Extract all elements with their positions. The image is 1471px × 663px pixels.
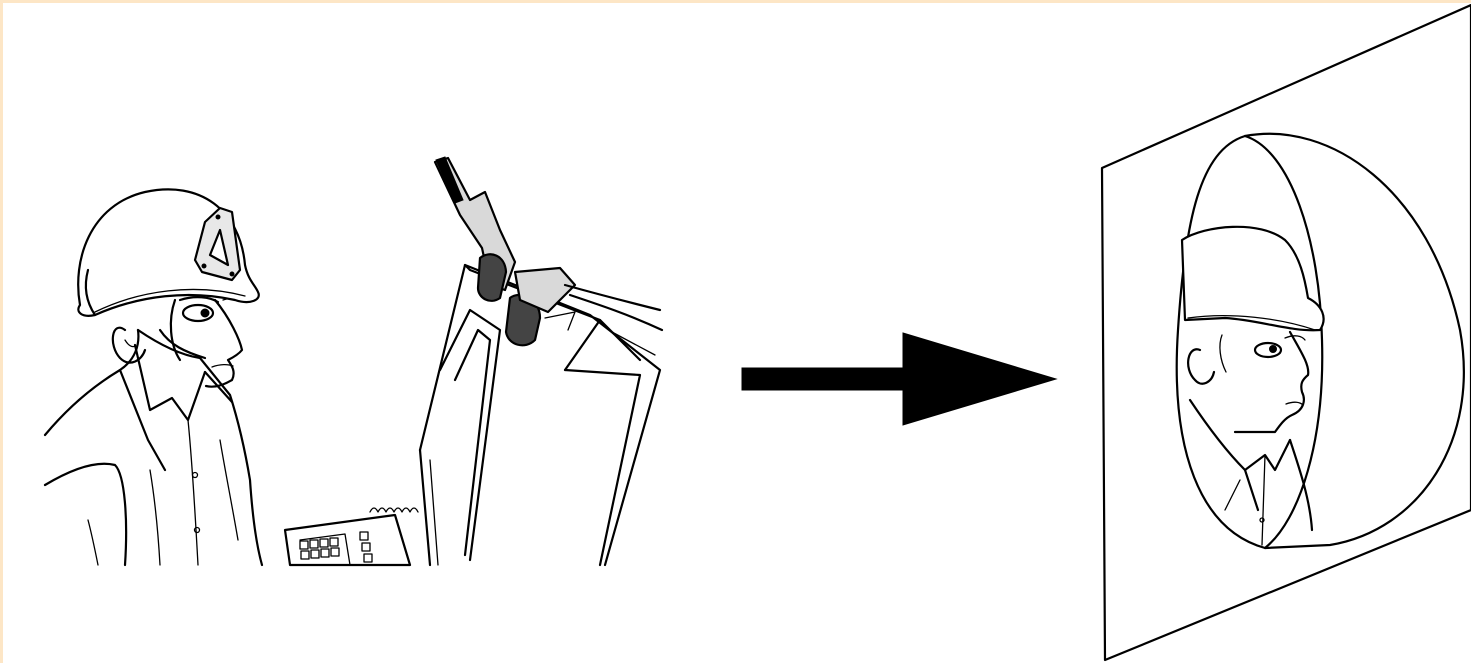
computer-workstation	[285, 157, 662, 565]
head-tracker-device	[435, 157, 662, 345]
operator-figure	[45, 189, 262, 565]
projection-screen	[1102, 5, 1471, 660]
keyboard	[285, 508, 418, 565]
transform-arrow	[742, 333, 1056, 425]
